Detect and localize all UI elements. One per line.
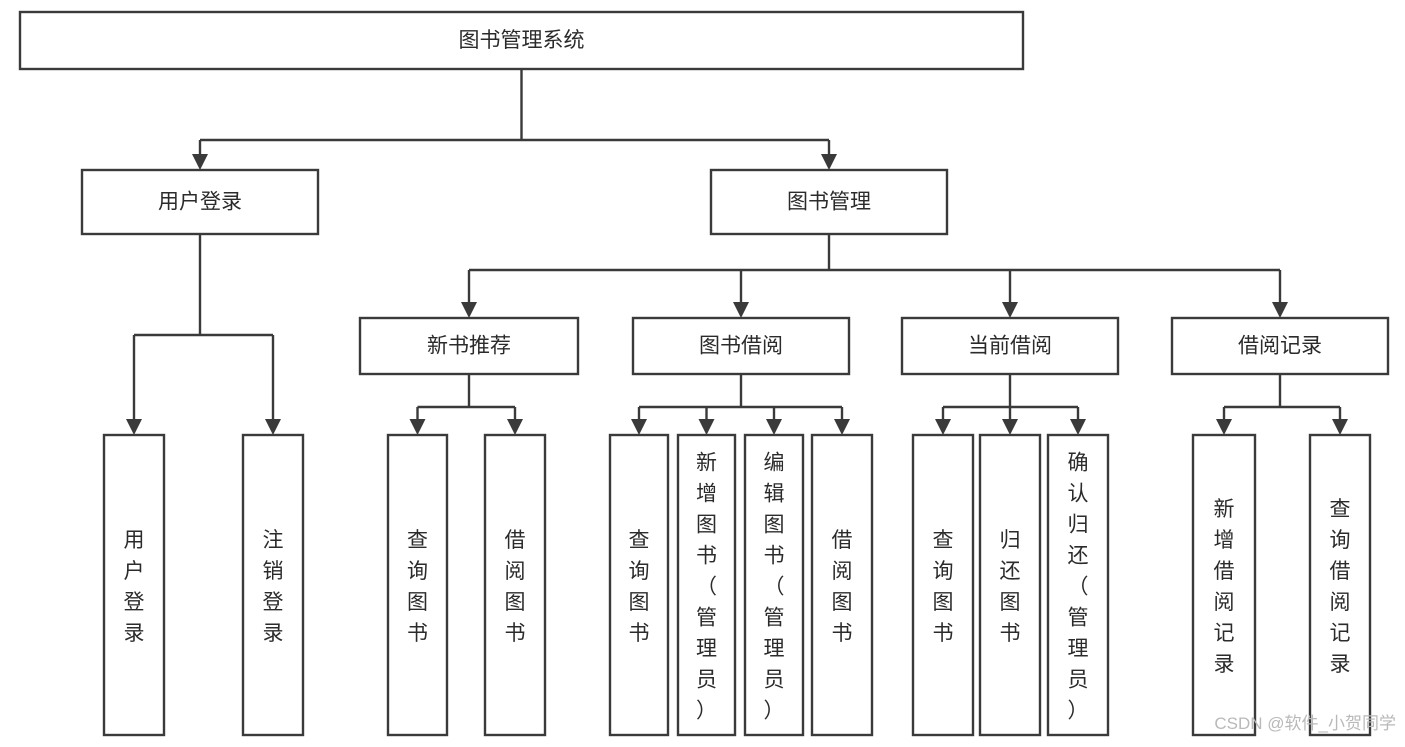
node-level2-user-login[interactable]: 用户登录 [80,168,320,236]
book-management-branch-to-1-arrowhead [733,302,749,318]
node-leaf-leaf-borrow-book-rec[interactable]: 借阅图书 [483,433,547,737]
node-leaf-leaf-user-login[interactable]: 用户登录 [102,433,166,737]
borrow-record-leaves-to-0-arrowhead [1216,419,1232,435]
node-level3-borrow-record[interactable]: 借阅记录 [1170,316,1390,376]
node-leaf-leaf-edit-book-admin[interactable]: 编辑图书（管理员） [743,433,805,737]
node-level3-borrow-record-label: 借阅记录 [1238,335,1322,358]
node-leaf-leaf-user-login-label: 用户登录 [124,529,145,645]
book-management-branch-to-0-arrowhead [461,302,477,318]
node-root[interactable]: 图书管理系统 [18,10,1025,71]
node-leaf-leaf-query-borrow-record-label: 查询借阅记录 [1330,498,1351,676]
node-leaf-leaf-borrow-book-bb-label: 借阅图书 [832,529,853,645]
node-leaf-leaf-edit-book-admin-label: 编辑图书（管理员） [764,452,785,723]
node-leaf-leaf-query-book-rec-label: 查询图书 [407,529,428,645]
node-leaf-leaf-logout-box [241,433,305,737]
node-leaf-leaf-return-book-box [978,433,1042,737]
new-book-recommend-leaves-to-0-arrowhead [409,419,426,435]
node-leaf-leaf-logout[interactable]: 注销登录 [241,433,305,737]
node-layer: 图书管理系统用户登录图书管理新书推荐图书借阅当前借阅借阅记录用户登录注销登录查询… [18,10,1390,737]
book-management-branch-to-2-arrowhead [1002,302,1018,318]
node-leaf-leaf-query-book-bb-label: 查询图书 [629,529,650,645]
new-book-recommend-leaves-to-1-arrowhead [507,419,523,435]
node-leaf-leaf-logout-label: 注销登录 [263,529,284,645]
node-level2-user-login-label: 用户登录 [158,191,242,214]
node-level3-book-borrow-label: 图书借阅 [699,335,783,358]
node-leaf-leaf-add-borrow-record-box [1191,433,1257,737]
node-leaf-leaf-query-borrow-record[interactable]: 查询借阅记录 [1308,433,1372,737]
node-leaf-leaf-query-book-bb[interactable]: 查询图书 [608,433,670,737]
node-level3-book-borrow[interactable]: 图书借阅 [631,316,851,376]
node-level3-new-book-recommend-box [358,316,580,376]
book-borrow-leaves-to-2-arrowhead [766,419,782,435]
node-leaf-leaf-query-book-bb-box [608,433,670,737]
node-leaf-leaf-query-book-cb-label: 查询图书 [933,529,954,645]
node-leaf-leaf-query-borrow-record-box [1308,433,1372,737]
node-root-box [18,10,1025,71]
user-login-leaves-to-0-arrowhead [126,419,142,435]
node-leaf-leaf-query-book-rec-box [386,433,449,737]
node-leaf-leaf-borrow-book-bb-box [810,433,874,737]
book-borrow-leaves-to-1-arrowhead [698,419,715,435]
node-level3-new-book-recommend[interactable]: 新书推荐 [358,316,580,376]
node-leaf-leaf-user-login-box [102,433,166,737]
node-level3-borrow-record-box [1170,316,1390,376]
node-leaf-leaf-edit-book-admin-box [743,433,805,737]
node-leaf-leaf-add-book-admin-label: 新增图书（管理员） [696,452,717,723]
current-borrow-leaves-to-1-arrowhead [1002,419,1018,435]
node-leaf-leaf-borrow-book-bb[interactable]: 借阅图书 [810,433,874,737]
csdn-watermark: CSDN @软件_小贺同学 [1214,714,1396,733]
node-leaf-leaf-borrow-book-rec-label: 借阅图书 [505,529,526,645]
node-leaf-leaf-query-book-cb-box [911,433,975,737]
node-level3-current-borrow-label: 当前借阅 [968,335,1052,358]
node-leaf-leaf-return-book[interactable]: 归还图书 [978,433,1042,737]
node-leaf-leaf-confirm-return-admin-label: 确认归还（管理员） [1068,452,1089,723]
node-level2-user-login-box [80,168,320,236]
current-borrow-leaves-to-2-arrowhead [1070,419,1086,435]
node-level3-current-borrow-box [900,316,1120,376]
user-login-leaves-to-1-arrowhead [265,419,281,435]
connector-layer [126,69,1348,435]
book-borrow-leaves-to-3-arrowhead [834,419,850,435]
node-level3-book-borrow-box [631,316,851,376]
node-leaf-leaf-query-book-rec[interactable]: 查询图书 [386,433,449,737]
book-borrow-leaves-to-0-arrowhead [631,419,647,435]
node-level3-new-book-recommend-label: 新书推荐 [427,335,511,358]
node-leaf-leaf-return-book-label: 归还图书 [1000,529,1021,645]
node-leaf-leaf-confirm-return-admin-box [1046,433,1110,737]
node-level2-book-management-label: 图书管理 [787,191,871,214]
node-level2-book-management[interactable]: 图书管理 [709,168,949,236]
node-root-label: 图书管理系统 [459,29,585,52]
root-branch-to-0-arrowhead [192,154,208,170]
node-leaf-leaf-query-book-cb[interactable]: 查询图书 [911,433,975,737]
borrow-record-leaves-to-1-arrowhead [1332,419,1348,435]
node-leaf-leaf-add-book-admin[interactable]: 新增图书（管理员） [676,433,737,737]
root-branch-to-1-arrowhead [821,154,837,170]
book-management-branch-to-3-arrowhead [1272,302,1288,318]
node-level3-current-borrow[interactable]: 当前借阅 [900,316,1120,376]
node-leaf-leaf-confirm-return-admin[interactable]: 确认归还（管理员） [1046,433,1110,737]
current-borrow-leaves-to-0-arrowhead [935,419,951,435]
node-leaf-leaf-add-book-admin-box [676,433,737,737]
node-level2-book-management-box [709,168,949,236]
node-leaf-leaf-borrow-book-rec-box [483,433,547,737]
node-leaf-leaf-add-borrow-record[interactable]: 新增借阅记录 [1191,433,1257,737]
node-leaf-leaf-add-borrow-record-label: 新增借阅记录 [1214,498,1235,676]
